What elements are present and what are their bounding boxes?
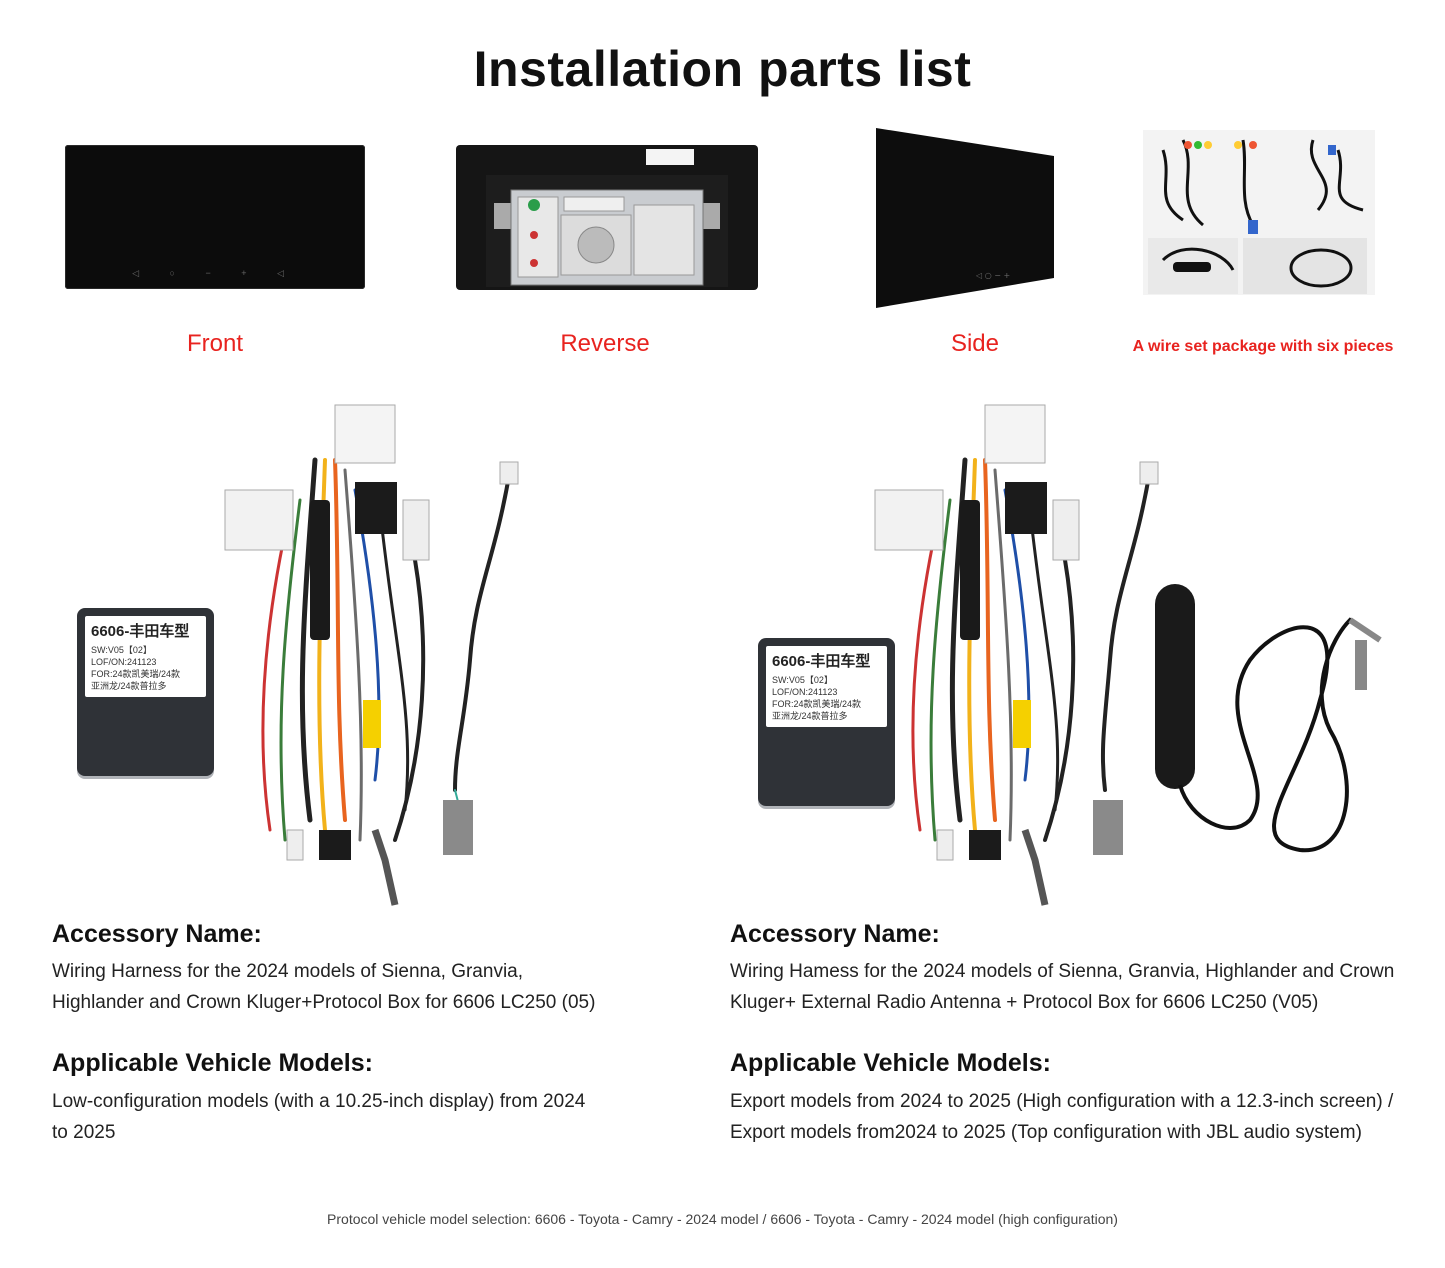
protocol-box-label: 6606-丰田车型 SW:V05【02】 LOF/ON:241123 FOR:2… bbox=[766, 646, 887, 727]
side-view-drawing: ◁ ○ − + bbox=[856, 128, 1054, 308]
right-models-line2: Export models from2024 to 2025 (Top conf… bbox=[730, 1122, 1362, 1143]
caption-wire-set: A wire set package with six pieces bbox=[1132, 338, 1394, 355]
wiring-harness-left-image bbox=[224, 404, 519, 906]
head-unit-reverse-image bbox=[456, 145, 758, 290]
left-models-line1: Low-configuration models (with a 10.25-i… bbox=[52, 1091, 586, 1112]
footer-note: Protocol vehicle model selection: 6606 -… bbox=[327, 1211, 1118, 1227]
right-models-text: Export models from 2024 to 2025 (High co… bbox=[730, 1086, 1435, 1148]
caption-front: Front bbox=[186, 330, 243, 357]
caption-side: Side bbox=[950, 330, 1000, 357]
right-accessory-line1: Wiring Hamess for the 2024 models of Sie… bbox=[730, 961, 1395, 982]
reverse-chassis-drawing bbox=[486, 149, 728, 287]
protocol-box-label: 6606-丰田车型 SW:V05【02】 LOF/ON:241123 FOR:2… bbox=[85, 616, 206, 697]
wiring-harness-right-image bbox=[874, 404, 1159, 906]
right-models-heading: Applicable Vehicle Models: bbox=[730, 1049, 1051, 1077]
wire-set-package-image bbox=[1143, 130, 1375, 295]
right-accessory-heading: Accessory Name: bbox=[730, 920, 940, 948]
left-accessory-line1: Wiring Harness for the 2024 models of Si… bbox=[52, 961, 524, 982]
left-accessory-heading: Accessory Name: bbox=[52, 920, 262, 948]
protocol-box-right: 6606-丰田车型 SW:V05【02】 LOF/ON:241123 FOR:2… bbox=[758, 638, 895, 806]
caption-reverse: Reverse bbox=[560, 330, 650, 357]
head-unit-side-image: ◁ ○ − + bbox=[856, 126, 1054, 308]
left-models-text: Low-configuration models (with a 10.25-i… bbox=[52, 1086, 672, 1148]
front-touch-buttons: ◁ ○ − + ◁ bbox=[132, 268, 298, 278]
head-unit-front-image: ◁ ○ − + ◁ bbox=[65, 145, 365, 289]
radio-antenna-image bbox=[1155, 584, 1382, 853]
wire-set-drawing bbox=[1148, 139, 1367, 294]
page-title: Installation parts list bbox=[473, 41, 972, 97]
left-models-line2: to 2025 bbox=[52, 1122, 116, 1143]
right-accessory-text: Wiring Hamess for the 2024 models of Sie… bbox=[730, 956, 1435, 1018]
left-models-heading: Applicable Vehicle Models: bbox=[52, 1049, 373, 1077]
left-accessory-text: Wiring Harness for the 2024 models of Si… bbox=[52, 956, 672, 1018]
right-accessory-line2: Kluger+ External Radio Antenna + Protoco… bbox=[730, 992, 1319, 1013]
protocol-box-left: 6606-丰田车型 SW:V05【02】 LOF/ON:241123 FOR:2… bbox=[77, 608, 214, 776]
svg-text:◁ ○ − +: ◁ ○ − + bbox=[975, 271, 1010, 280]
left-accessory-line2: Highlander and Crown Kluger+Protocol Box… bbox=[52, 992, 596, 1013]
right-models-line1: Export models from 2024 to 2025 (High co… bbox=[730, 1091, 1394, 1112]
